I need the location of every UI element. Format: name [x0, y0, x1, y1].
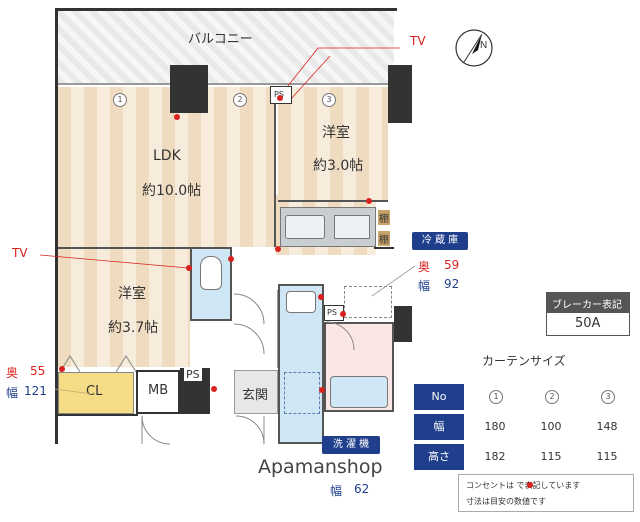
tv-label-left: TV [12, 246, 28, 260]
compass-icon: N [455, 29, 493, 67]
mb-label: MB [148, 383, 169, 398]
fridge-space [344, 286, 392, 318]
ps-label-3: PS [184, 368, 202, 381]
curtain-no-3-badge: 3 [601, 390, 615, 404]
watermark: Apamanshop [258, 456, 383, 478]
western-room-1-name: 洋室 [322, 125, 350, 141]
ldk-size: 約10.0帖 [142, 183, 202, 199]
notes-box [458, 474, 634, 512]
closet-depth-value: 55 [30, 364, 46, 378]
breaker-header [546, 292, 630, 312]
fridge-label: 冷 蔵 庫 [412, 232, 468, 250]
washer-space [284, 372, 320, 414]
breaker-label: ブレーカー表記 [552, 300, 622, 311]
western-room-1 [278, 87, 388, 202]
curtain-header-height: 高さ [414, 444, 464, 470]
closet [58, 372, 134, 414]
curtain-no-1-badge: 1 [489, 390, 503, 404]
column-1 [170, 65, 208, 113]
curtain-width-2: 100 [540, 420, 562, 433]
curtain-no-2-badge: 2 [545, 390, 559, 404]
fridge-width-label: 幅 [418, 279, 431, 293]
western-room-2-size: 約3.7帖 [108, 320, 159, 336]
fridge-depth-label: 奥 [418, 260, 431, 274]
toilet-fixture [200, 256, 222, 290]
window-number-2: 2 [233, 93, 247, 107]
curtain-width-1: 180 [484, 420, 506, 433]
window-number-3: 3 [322, 93, 336, 107]
entrance-label: 玄関 [242, 388, 269, 403]
balcony-label: バルコニー [188, 32, 253, 47]
window-number-1: 1 [113, 93, 127, 107]
column-3 [394, 306, 412, 342]
curtain-height-1: 182 [484, 450, 506, 463]
curtain-header-no: No [414, 384, 464, 410]
curtain-height-3: 115 [596, 450, 618, 463]
curtain-height-2: 115 [540, 450, 562, 463]
mb-box [136, 370, 180, 414]
entrance [234, 370, 278, 414]
ps-label-1: PS [274, 90, 284, 99]
ldk-room [58, 87, 276, 247]
wash-basin [286, 291, 316, 313]
closet-label: CL [86, 384, 103, 399]
tv-label-top: TV [410, 34, 426, 48]
inner-wall-b [374, 247, 394, 249]
fridge-width-value: 92 [444, 277, 460, 291]
curtain-header-width: 幅 [414, 414, 464, 440]
kitchen-stove [334, 215, 370, 239]
outer-wall-top [55, 8, 397, 11]
washer-label: 洗 濯 機 [322, 436, 380, 454]
western-room-2-name: 洋室 [118, 286, 146, 302]
breaker-value: 50A [575, 316, 601, 331]
outer-wall-left [55, 8, 58, 444]
outlet-legend-marker [527, 482, 533, 488]
western-room-2 [58, 247, 190, 367]
closet-width-label: 幅 [6, 386, 19, 400]
bathtub [330, 376, 388, 408]
kitchen-sink [285, 215, 325, 239]
closet-depth-label: 奥 [6, 366, 19, 380]
ps-box-1 [270, 86, 292, 104]
svg-text:N: N [480, 40, 487, 51]
notes-line-2: 寸法は目安の数値です [466, 497, 546, 506]
fridge-depth-value: 59 [444, 258, 460, 272]
washer-width-label: 幅 [330, 484, 343, 498]
notes-line-1: コンセントは で表記しています [466, 481, 581, 490]
curtain-width-3: 148 [596, 420, 618, 433]
washer-width-value: 62 [354, 482, 370, 496]
closet-width-value: 121 [24, 384, 47, 398]
column-2 [388, 65, 412, 123]
ps-label-2: PS [327, 308, 337, 317]
shelf-label-2: 棚 [378, 231, 390, 246]
western-room-1-size: 約3.0帖 [313, 158, 364, 174]
inner-wall-a [58, 414, 138, 416]
breaker-value-box [546, 312, 630, 336]
ldk-name: LDK [153, 148, 181, 164]
curtain-title: カーテンサイズ [482, 354, 566, 368]
shelf-label-1: 棚 [378, 210, 390, 225]
